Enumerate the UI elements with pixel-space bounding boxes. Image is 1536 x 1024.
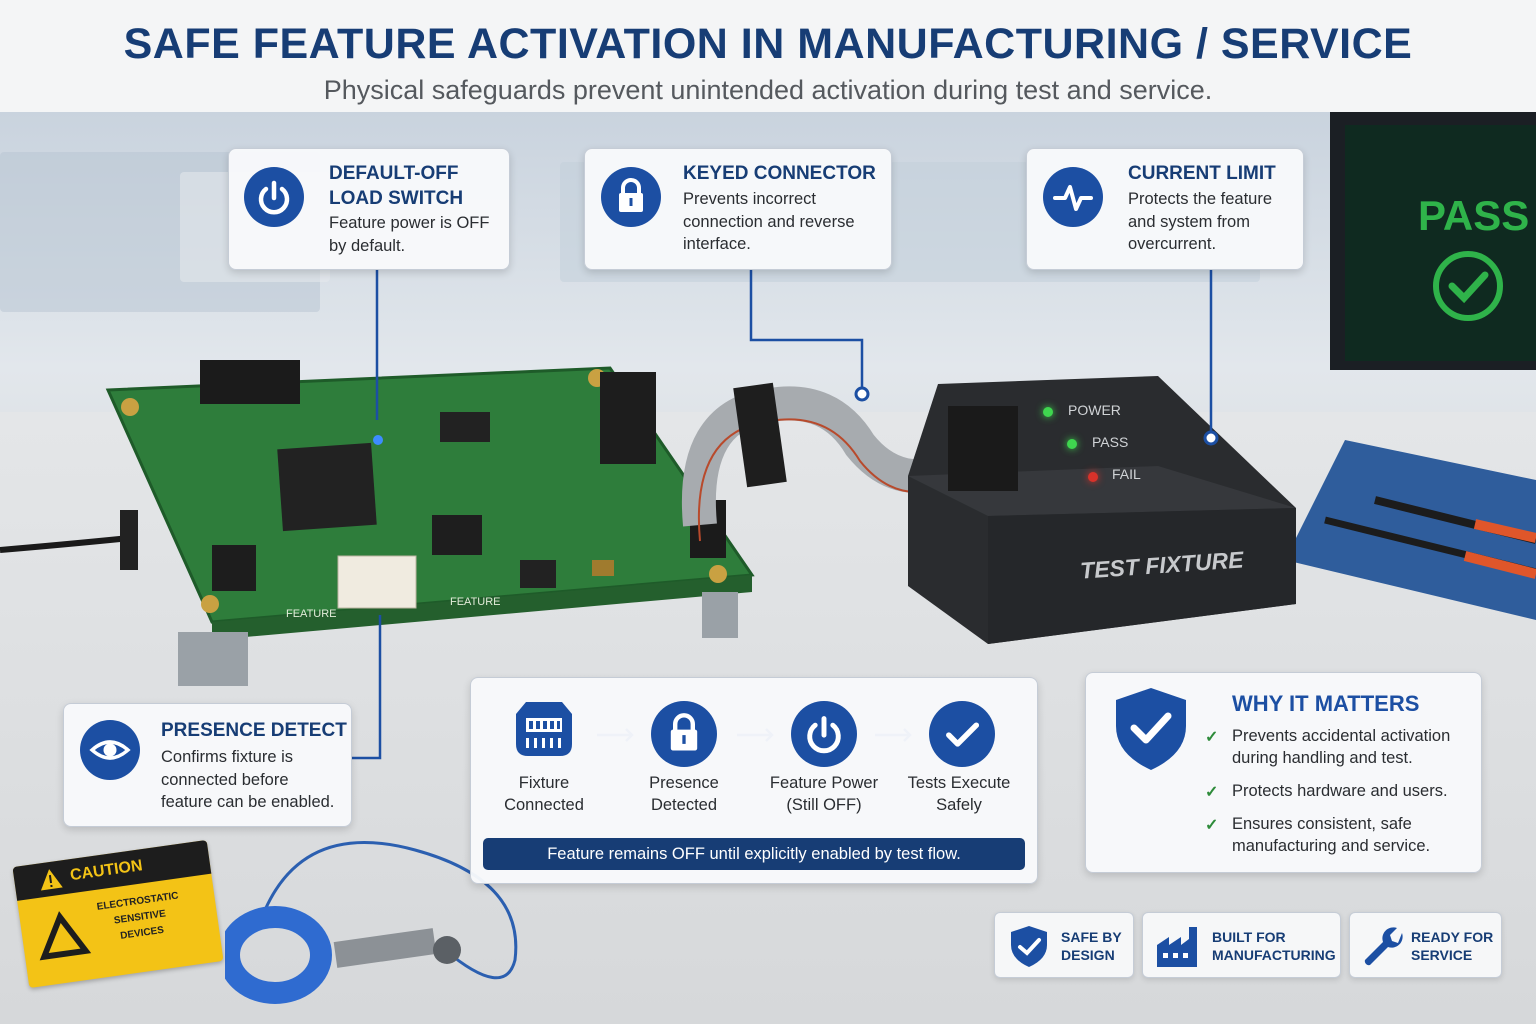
card-text-line: Protects the feature <box>1128 190 1272 208</box>
monitor-screen <box>1345 125 1536 361</box>
badge-label: READY FOR SERVICE <box>1411 928 1493 964</box>
card-text-line: Prevents incorrect <box>683 190 816 208</box>
why-item: Protects hardware and users. <box>1232 780 1472 802</box>
tool-mat <box>1285 440 1536 620</box>
why-item: Ensures consistent, safe manufacturing a… <box>1232 813 1472 857</box>
card-title: KEYED CONNECTOR <box>683 163 876 184</box>
card-text-line: by default. <box>329 236 406 255</box>
badge-label: BUILT FOR MANUFACTURING <box>1212 928 1336 964</box>
card-text-line: Confirms fixture is <box>161 748 294 766</box>
pcb-board <box>0 360 755 686</box>
why-item-line: manufacturing and service. <box>1232 837 1431 855</box>
keyed-connector-card: KEYED CONNECTOR Prevents incorrect conne… <box>584 148 892 270</box>
flow-step-line: (Still OFF) <box>786 796 862 814</box>
card-text-line: and system from <box>1128 212 1250 231</box>
current-limit-card: CURRENT LIMIT Protects the feature and s… <box>1026 148 1304 270</box>
check-icon <box>929 701 995 767</box>
fail-led <box>1088 472 1098 482</box>
caution-text: ELECTROSTATIC SENSITIVE DEVICES <box>96 888 184 947</box>
flow-banner: Feature remains OFF until explicitly ena… <box>483 838 1025 870</box>
power-icon <box>244 167 304 227</box>
badge-built-for-manufacturing: BUILT FOR MANUFACTURING <box>1142 912 1341 978</box>
card-text-line: connected before <box>161 770 289 789</box>
flow-step-line: Presence <box>649 774 719 792</box>
load-switch-card: DEFAULT-OFF LOAD SWITCH Feature power is… <box>228 148 510 270</box>
card-text-line: interface. <box>683 235 751 253</box>
pcb-label: FEATURE <box>450 596 501 608</box>
badge-line: READY FOR <box>1411 929 1494 945</box>
test-fixture-box <box>908 376 1296 644</box>
flow-step-line: Connected <box>504 796 584 814</box>
pass-led <box>1067 439 1077 449</box>
flow-step-label: Fixture Connected <box>474 772 614 816</box>
card-text: Protects the feature and system from ove… <box>1128 188 1272 256</box>
lock-icon <box>651 701 717 767</box>
header: SAFE FEATURE ACTIVATION IN MANUFACTURING… <box>0 0 1536 112</box>
why-item: Prevents accidental activation during ha… <box>1232 725 1472 769</box>
card-text-line: Feature power is OFF <box>329 214 490 232</box>
eye-icon <box>80 720 140 780</box>
flow-step-line: Detected <box>650 796 718 814</box>
card-title-line: DEFAULT-OFF <box>329 163 459 184</box>
why-title: WHY IT MATTERS <box>1232 691 1420 716</box>
card-text-line: overcurrent. <box>1128 235 1217 253</box>
factory-icon <box>1157 927 1197 967</box>
power-led-label: POWER <box>1068 402 1121 418</box>
flow-step-line: Safely <box>936 796 982 814</box>
page-title: SAFE FEATURE ACTIVATION IN MANUFACTURING… <box>123 20 1413 68</box>
wrench-icon <box>1364 927 1403 966</box>
card-title: PRESENCE DETECT <box>161 720 347 741</box>
why-item-line: during handling and test. <box>1232 749 1413 767</box>
pass-check-icon <box>1433 251 1503 321</box>
card-text: Feature power is OFF by default. <box>329 212 489 257</box>
flow-step-line: Feature Power <box>769 774 879 792</box>
card-text: Prevents incorrect connection and revers… <box>683 188 855 256</box>
card-title: DEFAULT-OFF LOAD SWITCH <box>329 161 463 211</box>
pass-led-label: PASS <box>1092 434 1129 450</box>
shield-check-icon <box>1116 688 1186 770</box>
card-title: CURRENT LIMIT <box>1128 163 1276 184</box>
badge-line: BUILT FOR <box>1212 929 1286 945</box>
flow-step-line: Tests Execute <box>907 774 1011 792</box>
warning-icon <box>40 869 63 891</box>
page-subtitle: Physical safeguards prevent unintended a… <box>323 75 1213 105</box>
badge-line: SAFE BY <box>1061 929 1122 945</box>
power-icon <box>791 701 857 767</box>
esd-wrist-strap <box>225 841 518 1004</box>
why-item-line: Ensures consistent, safe <box>1232 815 1412 833</box>
connector-icon <box>516 702 572 756</box>
shield-icon <box>1011 926 1047 967</box>
badge-safe-by-design: SAFE BY DESIGN <box>994 912 1134 978</box>
pulse-icon <box>1043 167 1103 227</box>
checkmark-icon: ✓ <box>1205 729 1219 746</box>
caution-sign: CAUTION ELECTROSTATIC SENSITIVE DEVICES <box>12 839 224 989</box>
checkmark-icon: ✓ <box>1205 817 1219 834</box>
card-title-line: LOAD SWITCH <box>329 188 464 209</box>
pcb-label: FEATURE <box>286 608 337 620</box>
presence-detect-card: PRESENCE DETECT Confirms fixture is conn… <box>63 703 352 827</box>
power-led <box>1043 407 1053 417</box>
badge-ready-for-service: READY FOR SERVICE <box>1349 912 1502 978</box>
card-text-line: connection and reverse <box>683 212 855 231</box>
lock-icon <box>601 167 661 227</box>
esd-hazard-icon <box>39 911 92 961</box>
why-item-line: Prevents accidental activation <box>1232 727 1451 745</box>
flow-step-line: Fixture <box>518 774 570 792</box>
monitor-pass-text: PASS <box>1418 192 1530 239</box>
badge-line: MANUFACTURING <box>1212 947 1336 963</box>
fail-led-label: FAIL <box>1112 466 1141 482</box>
checkmark-icon: ✓ <box>1205 784 1219 801</box>
flow-step-label: Presence Detected <box>614 772 754 816</box>
flow-step-label: Feature Power (Still OFF) <box>754 772 894 816</box>
flow-step-label: Tests Execute Safely <box>889 772 1029 816</box>
badge-line: SERVICE <box>1411 947 1473 963</box>
card-text: Confirms fixture is connected before fea… <box>161 746 334 814</box>
card-text-line: feature can be enabled. <box>161 793 335 811</box>
badge-label: SAFE BY DESIGN <box>1061 928 1122 964</box>
why-item-line: Protects hardware and users. <box>1232 782 1448 800</box>
badge-line: DESIGN <box>1061 947 1115 963</box>
